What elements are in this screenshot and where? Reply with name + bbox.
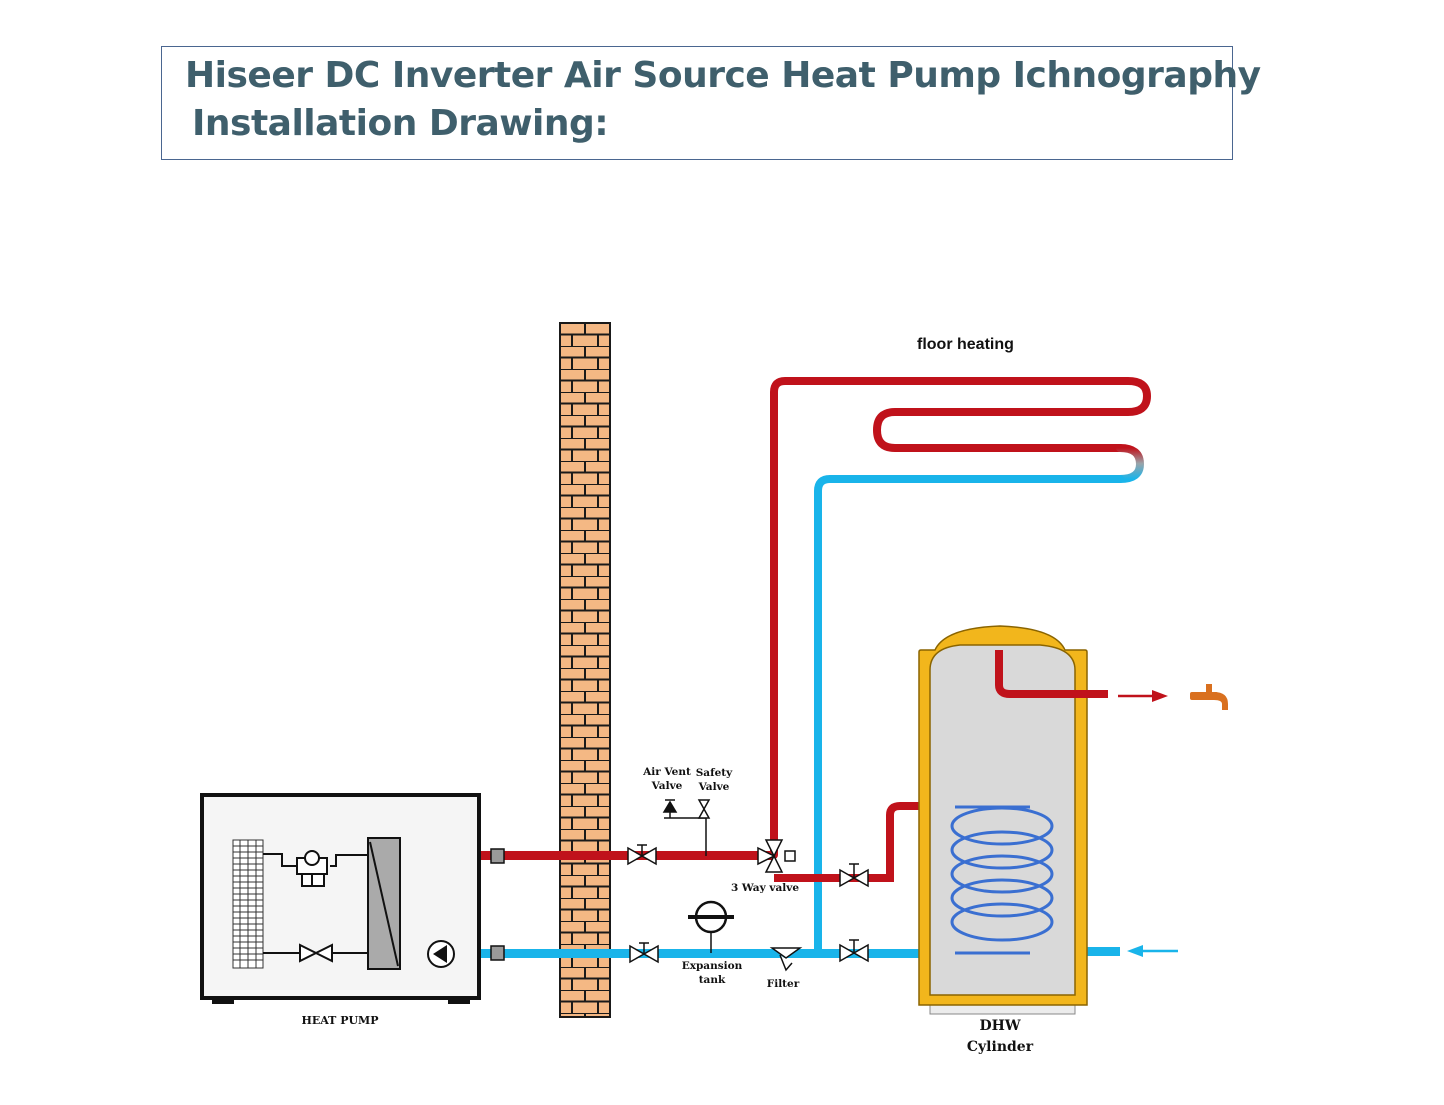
air-vent-label-1: Air Vent [642,766,691,778]
cold-line-valve-icon [629,942,659,964]
return-valve-icon [839,939,869,963]
refrigerant-lines [263,853,368,954]
heat-exchanger-icon [367,837,401,970]
hot-water-arrow-icon [1118,690,1168,702]
dhw-label-2: Cylinder [967,1039,1034,1055]
diagram-title: Hiseer DC Inverter Air Source Heat Pump … [185,55,1261,96]
faucet-icon [1190,684,1228,710]
compressor-icon [296,850,328,887]
cold-return-pipe [400,947,1120,958]
safety-valve-label-1: Safety [696,767,733,779]
heat-pump-unit [200,793,481,1004]
pump-icon [427,940,455,968]
three-way-valve-icon [757,839,796,873]
floor-heating-loop [770,377,1151,957]
heat-pump-label: HEAT PUMP [301,1014,378,1027]
cylinder-inlet-valve-icon [839,863,869,888]
safety-valve-icon [697,799,711,819]
expansion-valve-icon [299,943,333,963]
dhw-label-1: DHW [979,1018,1020,1034]
expansion-tank-icon [688,900,734,953]
diagram-subtitle: Installation Drawing: [192,103,609,144]
floor-heating-label: floor heating [917,336,1014,353]
air-vent-label-2: Valve [651,780,683,792]
hot-supply-pipe [400,802,955,882]
brick-wall [559,322,611,1018]
cold-connector [490,945,505,961]
expansion-tank-label-1: Expansion [682,960,743,972]
hot-connector [490,848,505,864]
cold-water-arrow-icon [1127,945,1178,957]
expansion-tank-label-2: tank [699,974,726,986]
filter-label: Filter [767,978,800,990]
evaporator-fins [232,839,264,969]
filter-icon [769,947,803,972]
safety-valve-label-2: Valve [698,781,730,793]
heating-coil [950,806,1054,942]
three-way-valve-label: 3 Way valve [731,882,799,894]
hot-line-valve-icon [627,844,657,866]
dhw-cylinder [918,625,1108,1015]
title-box: Hiseer DC Inverter Air Source Heat Pump … [161,46,1261,160]
